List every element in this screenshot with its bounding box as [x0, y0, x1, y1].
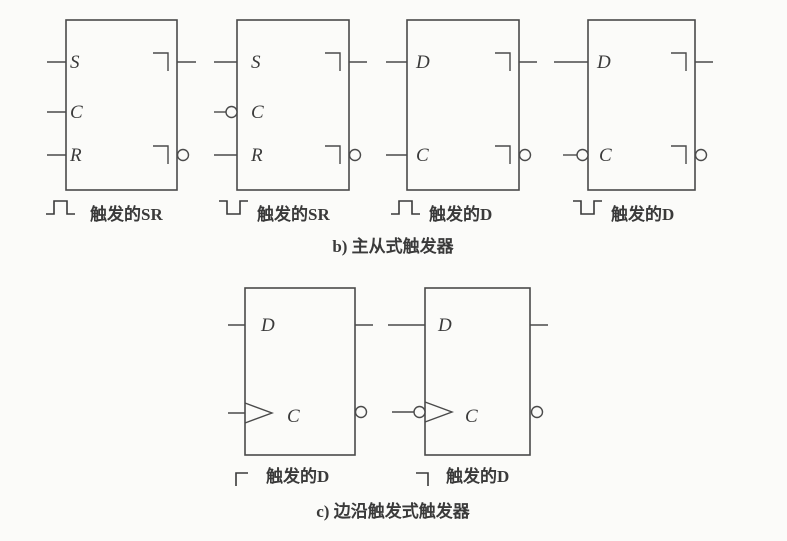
positive-pulse-icon [46, 200, 75, 215]
pin-label-d: D [415, 52, 430, 73]
section-caption-edge-triggered: c) 边沿触发式触发器 [316, 501, 470, 521]
pin-label-s: S [251, 52, 261, 73]
falling-edge-icon [416, 472, 429, 486]
pin-label-d: D [596, 52, 611, 73]
pin-label-d: D [437, 315, 452, 336]
clock-edge-triangle-icon [424, 401, 455, 423]
clock-edge-triangle-icon [244, 402, 275, 424]
flipflop-body [587, 19, 696, 191]
inversion-bubble-icon [176, 148, 190, 162]
inversion-bubble-icon [518, 148, 532, 162]
block-caption: 触发的SR [256, 204, 330, 224]
pin-label-c: C [416, 145, 429, 166]
postponed-output-icon [495, 145, 511, 164]
inversion-bubble-icon [530, 405, 544, 419]
block-caption: 触发的D [428, 204, 492, 224]
flipflop-body [424, 287, 531, 456]
postponed-output-icon [671, 145, 687, 164]
clock-inversion-bubble-icon [576, 148, 589, 162]
negative-pulse-icon [219, 200, 248, 215]
pin-label-c: C [465, 406, 478, 427]
pin-label-c: C [287, 406, 300, 427]
inversion-bubble-icon [348, 148, 362, 162]
flipflop-body [236, 19, 350, 191]
inversion-bubble-icon [354, 405, 368, 419]
pin-label-c: C [251, 102, 264, 123]
ms-sr-flipflop-positive: S C R 触发的SR [46, 19, 196, 224]
postponed-output-icon [325, 52, 341, 71]
section-caption-master-slave: b) 主从式触发器 [332, 236, 454, 256]
clock-inversion-bubble-icon [413, 405, 426, 419]
block-caption: 触发的D [265, 466, 329, 486]
pin-label-c: C [70, 102, 83, 123]
pin-label-d: D [260, 315, 275, 336]
inversion-bubble-icon [694, 148, 708, 162]
pin-label-r: R [250, 145, 263, 166]
rising-edge-icon [235, 472, 248, 486]
ms-d-flipflop-positive: D C 触发的D [386, 19, 537, 224]
postponed-output-icon [671, 52, 687, 71]
block-caption: 触发的SR [89, 204, 163, 224]
postponed-output-icon [325, 145, 341, 164]
pin-label-s: S [70, 52, 80, 73]
pin-label-r: R [69, 145, 82, 166]
ms-sr-flipflop-negative: S C R 触发的SR [214, 19, 367, 224]
edge-d-flipflop-rising: D C 触发的D [228, 287, 373, 486]
flipflop-body [65, 19, 178, 191]
edge-d-flipflop-falling: D C 触发的D [388, 287, 548, 486]
flipflop-body [406, 19, 520, 191]
block-caption: 触发的D [610, 204, 674, 224]
postponed-output-icon [153, 145, 169, 164]
ms-d-flipflop-negative: D C 触发的D [554, 19, 713, 224]
postponed-output-icon [153, 52, 169, 71]
block-caption: 触发的D [445, 466, 509, 486]
positive-pulse-icon [391, 200, 420, 215]
postponed-output-icon [495, 52, 511, 71]
pin-label-c: C [599, 145, 612, 166]
clock-inversion-bubble-icon [225, 105, 238, 119]
flipflop-body [244, 287, 356, 456]
negative-pulse-icon [573, 200, 602, 215]
